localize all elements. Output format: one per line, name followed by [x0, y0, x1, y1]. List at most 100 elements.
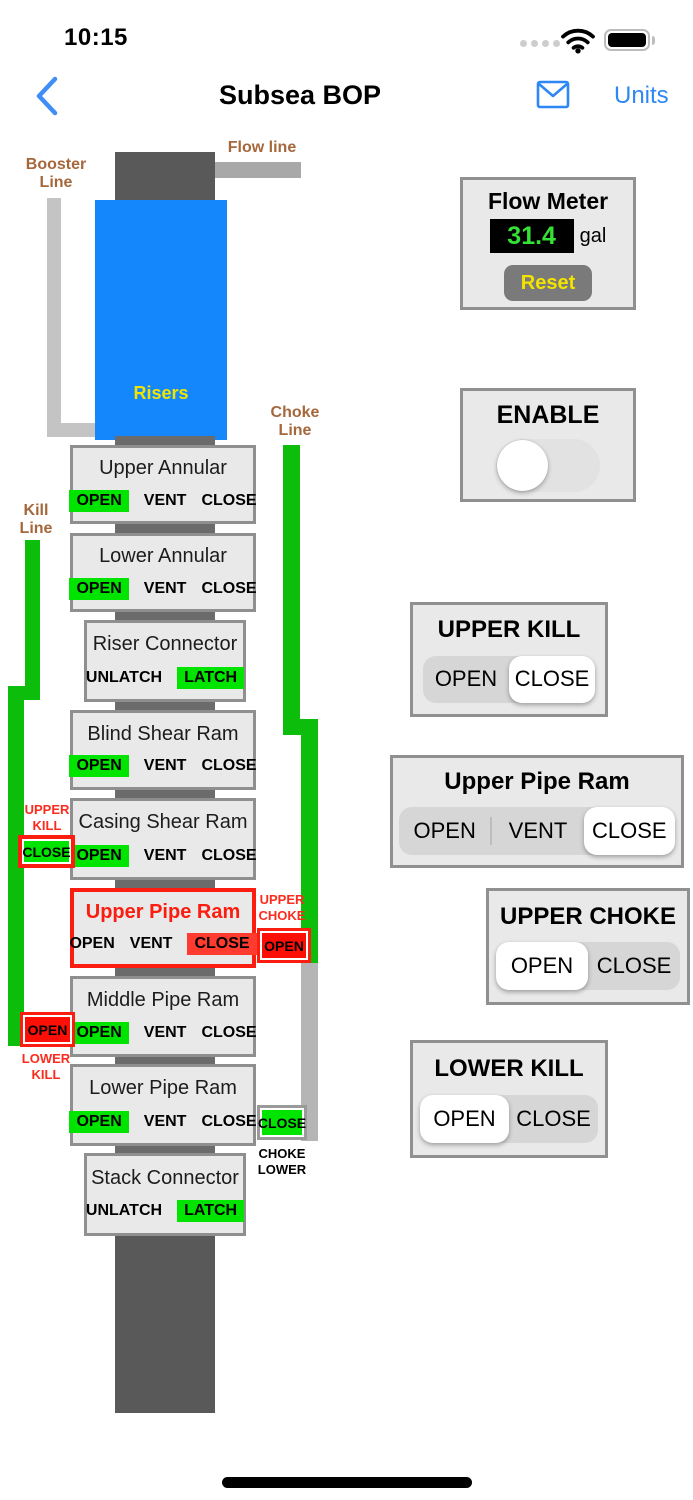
choke-line-pipe-upper [283, 445, 300, 735]
close-indicator[interactable]: CLOSE [201, 579, 257, 597]
box-title: Upper Annular [99, 457, 227, 480]
flow-line-label: Flow line [227, 139, 297, 156]
stack-box-casing-shear-ram: Casing Shear Ram OPEN VENT CLOSE [69, 798, 257, 880]
close-indicator[interactable]: CLOSE [201, 757, 257, 775]
vent-indicator[interactable]: VENT [143, 846, 187, 864]
vent-indicator[interactable]: VENT [143, 757, 187, 775]
vent-indicator[interactable]: VENT [143, 1024, 187, 1041]
vent-indicator[interactable]: VENT [129, 935, 173, 952]
open-segment[interactable]: OPEN [434, 666, 498, 692]
mail-icon[interactable] [536, 80, 570, 114]
open-indicator[interactable]: OPEN [69, 577, 129, 600]
flow-meter-panel: Flow Meter 31.4 gal Reset [460, 177, 636, 310]
vent-indicator[interactable]: VENT [143, 579, 187, 597]
stack-connector-piece [115, 879, 215, 890]
vent-indicator[interactable]: VENT [143, 491, 187, 509]
open-segment[interactable]: OPEN [496, 942, 588, 991]
flow-line-pipe [213, 162, 301, 178]
stack-box-stack-connector: Stack Connector UNLATCH LATCH [84, 1153, 246, 1236]
box-title: Middle Pipe Ram [86, 989, 240, 1011]
lower-kill-panel: LOWER KILL OPEN CLOSE [410, 1040, 608, 1158]
close-indicator[interactable]: CLOSE [201, 1112, 257, 1130]
open-indicator[interactable]: OPEN [69, 1022, 129, 1044]
vent-indicator[interactable]: VENT [143, 1112, 187, 1130]
reset-button[interactable]: Reset [504, 265, 592, 301]
flow-meter-unit: gal [579, 224, 607, 247]
flow-meter-display: 31.4 [489, 219, 574, 253]
upper-pipe-ram-segmented-control: OPEN VENT CLOSE [399, 806, 675, 855]
back-button[interactable] [33, 75, 63, 117]
stack-box-middle-pipe-ram: Middle Pipe Ram OPEN VENT CLOSE [69, 976, 257, 1057]
box-title: Casing Shear Ram [78, 811, 248, 834]
stack-box-riser-connector: Riser Connector UNLATCH LATCH [84, 620, 246, 702]
upper-pipe-ram-title: Upper Pipe Ram [444, 768, 630, 796]
close-indicator[interactable]: CLOSE [201, 491, 257, 509]
close-segment[interactable]: CLOSE [516, 1106, 591, 1131]
stack-connector-piece [115, 789, 215, 800]
segment-divider [490, 816, 493, 845]
open-segment[interactable]: OPEN [413, 817, 476, 843]
box-title: Upper Pipe Ram [85, 901, 241, 923]
open-indicator[interactable]: OPEN [69, 935, 115, 952]
stack-box-upper-pipe-ram: Upper Pipe Ram OPEN VENT CLOSE [69, 888, 257, 968]
close-segment[interactable]: CLOSE [509, 655, 595, 703]
upper-kill-title: UPPER KILL [437, 616, 581, 644]
booster-line-pipe-horizontal [47, 423, 97, 437]
kill-line-pipe-upper [25, 540, 40, 700]
enable-panel: ENABLE [460, 388, 636, 502]
open-indicator[interactable]: OPEN [69, 755, 129, 778]
upper-kill-panel: UPPER KILL OPEN CLOSE [410, 602, 608, 717]
open-indicator[interactable]: OPEN [69, 489, 129, 512]
stack-connector-piece [115, 967, 215, 978]
open-indicator[interactable]: OPEN [69, 1110, 129, 1133]
risers-column: Risers [95, 200, 227, 440]
stack-box-blind-shear-ram: Blind Shear Ram OPEN VENT CLOSE [69, 710, 257, 790]
close-segment[interactable]: CLOSE [596, 953, 672, 979]
box-title: Riser Connector [92, 633, 238, 656]
unlatch-indicator[interactable]: UNLATCH [85, 668, 163, 686]
latch-indicator[interactable]: LATCH [177, 666, 245, 689]
units-button[interactable]: Units [614, 82, 669, 109]
upper-kill-valve-button[interactable]: CLOSE [18, 835, 75, 868]
stack-connector-piece [115, 1145, 215, 1156]
risers-label: Risers [133, 383, 189, 403]
upper-kill-segmented-control: OPEN CLOSE [423, 655, 595, 703]
home-indicator[interactable] [222, 1477, 472, 1488]
upper-choke-valve-button[interactable]: OPEN [257, 928, 311, 963]
vent-segment[interactable]: VENT [508, 817, 568, 843]
close-indicator[interactable]: CLOSE [201, 1024, 257, 1041]
close-segment[interactable]: CLOSE [583, 806, 675, 855]
stack-box-lower-pipe-ram: Lower Pipe Ram OPEN VENT CLOSE [69, 1064, 257, 1146]
choke-lower-valve-button[interactable]: CLOSE [257, 1105, 307, 1140]
lower-kill-title: LOWER KILL [434, 1055, 584, 1082]
stack-connector-piece [115, 611, 215, 622]
upper-choke-segmented-control: OPEN CLOSE [496, 942, 680, 991]
lower-kill-segmented-control: OPEN CLOSE [420, 1095, 598, 1143]
close-indicator[interactable]: CLOSE [201, 846, 257, 864]
box-title: Blind Shear Ram [87, 722, 239, 745]
latch-indicator[interactable]: LATCH [177, 1200, 245, 1223]
upper-choke-panel: UPPER CHOKE OPEN CLOSE [486, 888, 690, 1005]
upper-pipe-ram-panel: Upper Pipe Ram OPEN VENT CLOSE [390, 755, 684, 868]
choke-line-pipe-middle [301, 719, 318, 963]
lower-kill-valve-button[interactable]: OPEN [20, 1012, 75, 1047]
stack-connector-piece [115, 1056, 215, 1067]
battery-icon [604, 29, 650, 51]
enable-title: ENABLE [496, 401, 600, 429]
page-title: Subsea BOP [218, 80, 382, 110]
unlatch-indicator[interactable]: UNLATCH [85, 1202, 163, 1220]
enable-toggle[interactable] [496, 439, 600, 492]
choke-line-pipe-lower [301, 963, 318, 1141]
open-segment[interactable]: OPEN [420, 1095, 509, 1143]
open-indicator[interactable]: OPEN [69, 844, 129, 867]
stack-connector-piece [115, 436, 215, 447]
box-title: Stack Connector [91, 1166, 239, 1189]
wifi-icon [560, 28, 596, 59]
close-indicator[interactable]: CLOSE [187, 933, 257, 955]
